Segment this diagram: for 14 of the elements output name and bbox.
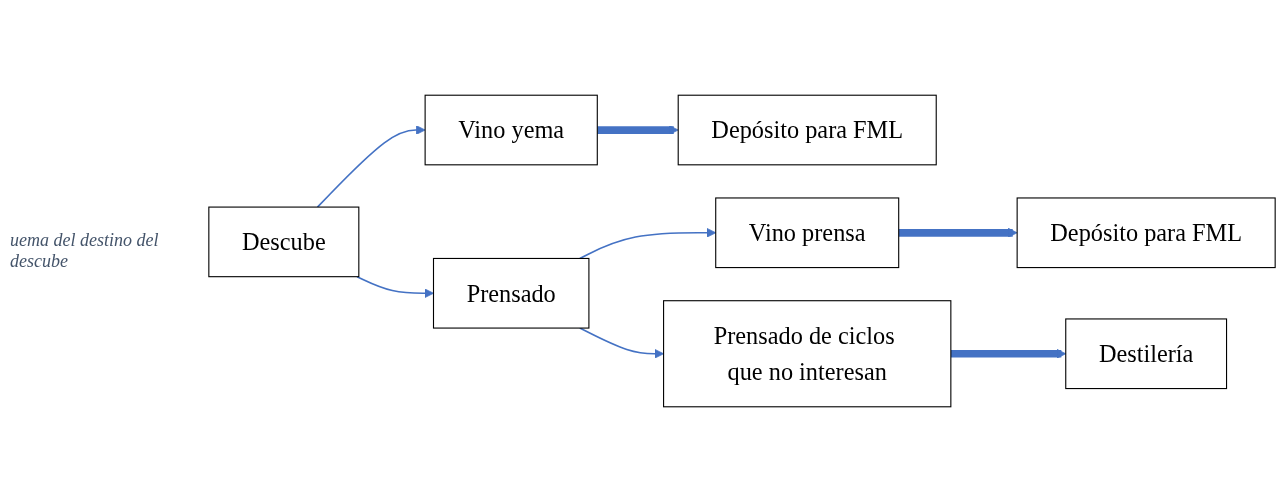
node-box: Prensado de ciclos que no interesan: [663, 300, 952, 408]
arrow: [356, 275, 434, 299]
node-box: Depósito para FML: [677, 94, 937, 166]
arrow: [597, 125, 679, 135]
node-box: Prensado: [432, 257, 590, 329]
arrow: [898, 227, 1018, 238]
arrow: [950, 348, 1067, 359]
figure-caption: uema del destino del descube: [9, 230, 160, 272]
arrow: [316, 125, 426, 208]
node-box: Vino prensa: [715, 197, 900, 269]
node-box: Vino yema: [424, 94, 598, 166]
node-box: Depósito para FML: [1016, 197, 1276, 269]
node-box: Destilería: [1065, 318, 1228, 390]
node-box: Descube: [208, 206, 360, 278]
